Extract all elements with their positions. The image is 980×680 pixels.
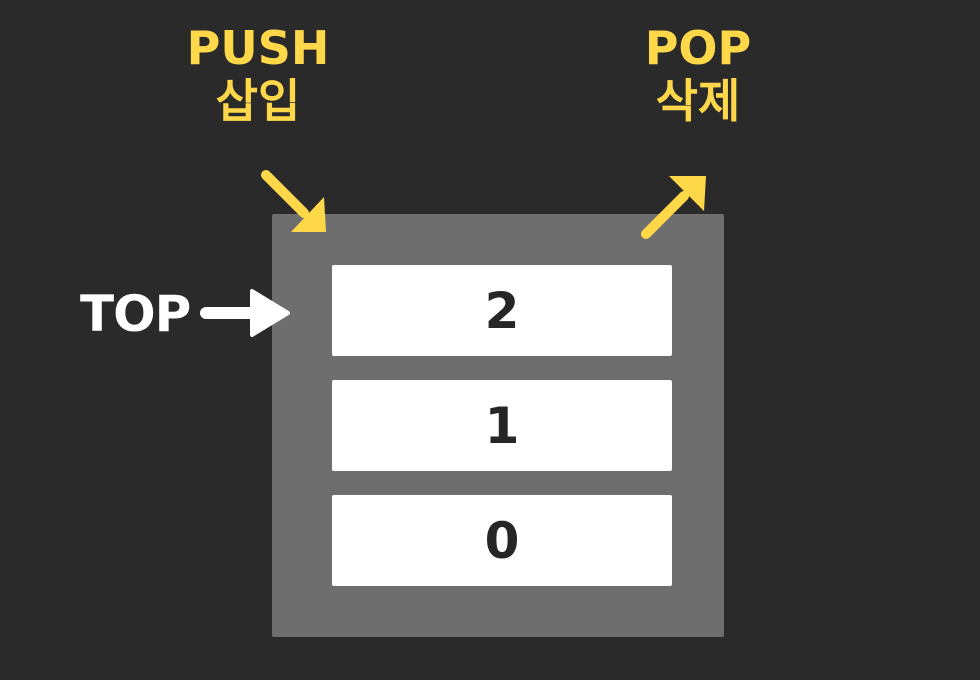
arrow-right-icon: [200, 289, 290, 337]
stack-item-middle: 1: [332, 380, 672, 471]
stack-container: 2 1 0: [272, 214, 724, 637]
push-label-ko: 삽입: [215, 73, 301, 128]
stack-item-top: 2: [332, 265, 672, 356]
arrow-up-right-icon: [641, 176, 706, 239]
push-label: PUSH 삽입: [178, 22, 338, 128]
arrow-down-right-icon: [261, 170, 326, 232]
top-label: TOP: [80, 285, 191, 343]
push-label-en: PUSH: [186, 21, 330, 75]
stack-item-bottom: 0: [332, 495, 672, 586]
pop-label-en: POP: [644, 21, 752, 75]
pop-label: POP 삭제: [618, 22, 778, 128]
pop-label-ko: 삭제: [655, 73, 741, 128]
